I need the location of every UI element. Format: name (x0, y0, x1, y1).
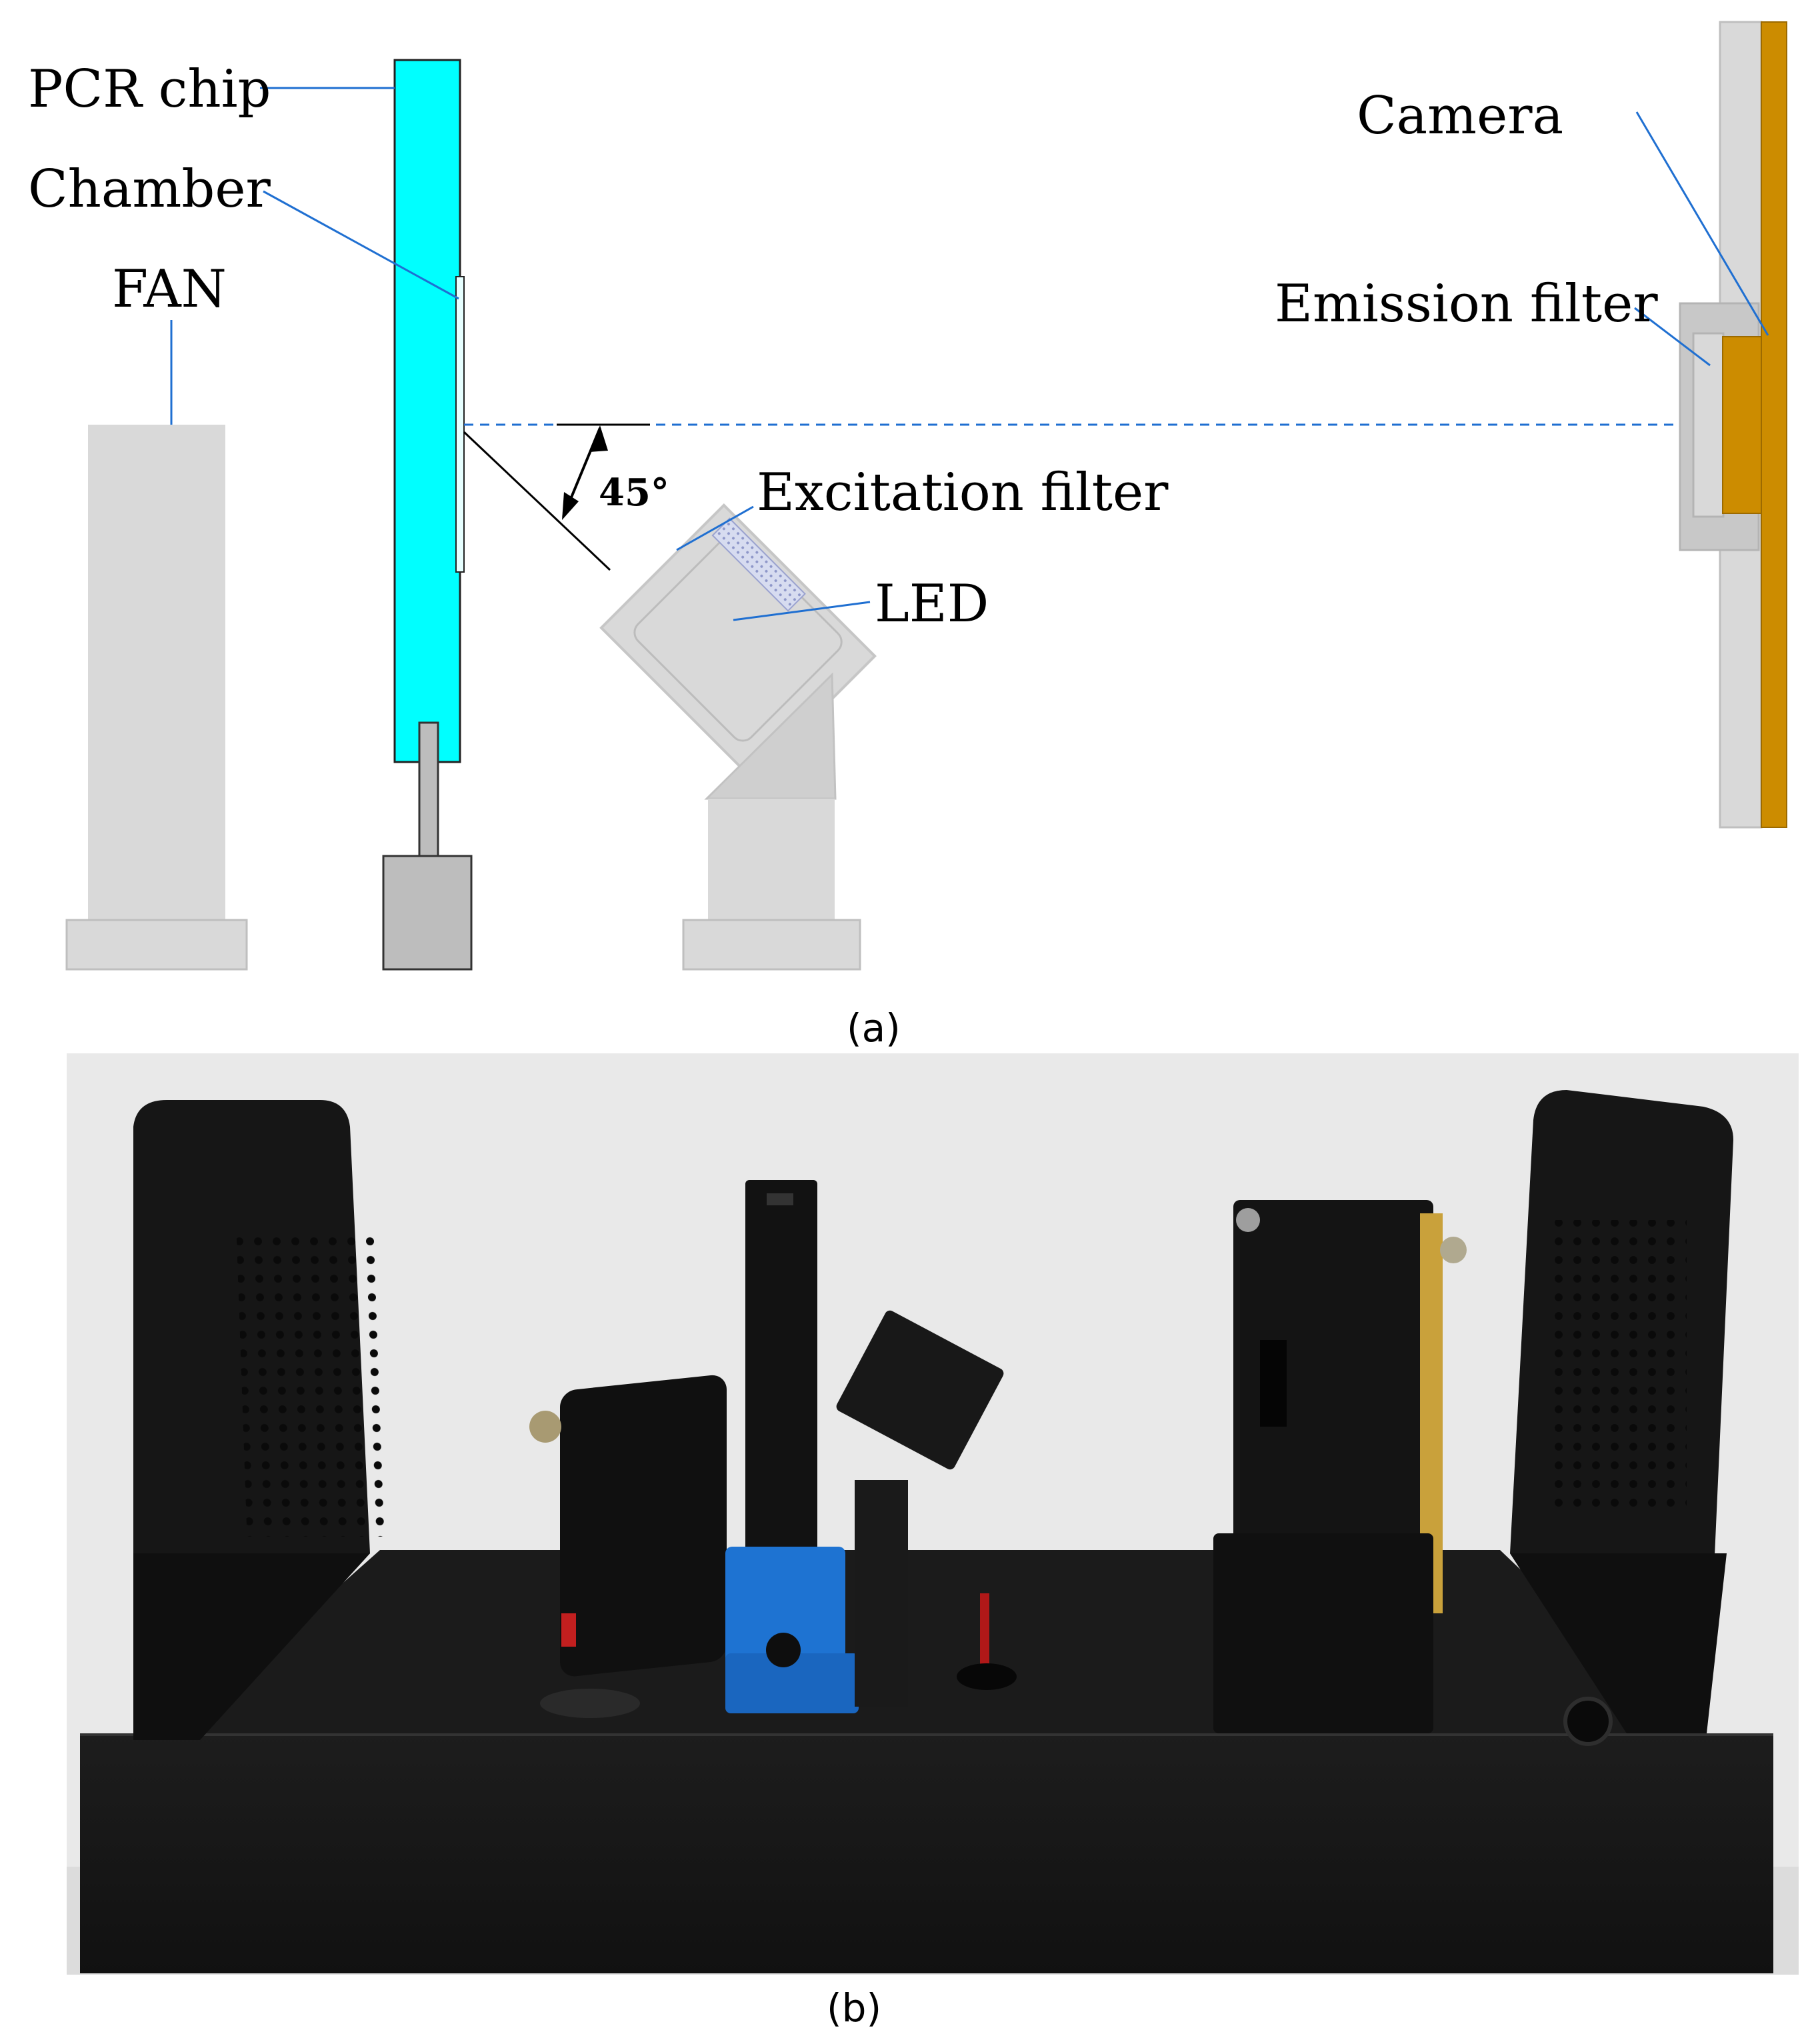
chip-mount-block (382, 855, 473, 971)
angle-arrow-bottom (562, 492, 579, 520)
camera-board (1761, 21, 1787, 828)
pcr-chip-body (393, 59, 461, 763)
angle-label: 45° (599, 471, 669, 515)
chip-stem (418, 721, 439, 857)
camera-label: Camera (1357, 86, 1563, 146)
camera-assembly (1679, 21, 1787, 829)
camera-lens-block (1722, 336, 1762, 514)
fan-label: FAN (112, 259, 227, 319)
emission-filter-leader (1634, 307, 1711, 367)
camera-leader (1635, 111, 1769, 336)
photo-chip-holder (725, 1180, 859, 1713)
photo-camera-screw-right (1440, 1237, 1467, 1263)
photo-led-head (836, 1310, 1004, 1470)
excitation-beam (463, 431, 611, 571)
panel-b-photo: (b) (67, 1053, 1799, 2031)
led-leader (733, 601, 871, 621)
device-front-face (80, 1733, 1773, 1973)
right-vent-holes (1553, 1220, 1687, 1507)
right-vent-panel-foot (1510, 1553, 1727, 1733)
photo-pcr-chip-slot (767, 1193, 793, 1205)
led-label: LED (875, 574, 989, 634)
photo-camera-base (1213, 1533, 1433, 1733)
photo-base-hole (1563, 1697, 1613, 1746)
photo-fan (529, 1375, 727, 1718)
photo-blue-holder (725, 1547, 845, 1680)
chamber-strip (455, 276, 465, 573)
photo-fan-red-wire (561, 1613, 576, 1647)
photo-led-holder (836, 1310, 1017, 1707)
photo-led-wire (980, 1593, 989, 1667)
panel-a-schematic: 45° PCR chip Cha (28, 21, 1787, 1051)
left-vent-panel (133, 1100, 387, 1740)
photo-led-hole (957, 1663, 1017, 1690)
angle-arrow-top (589, 425, 608, 452)
photo-camera (1213, 1200, 1613, 1746)
fan-base (65, 919, 248, 971)
photo-holder-screw (766, 1633, 801, 1667)
left-vent-holes (236, 1230, 387, 1537)
photo-fan-mount-washer (540, 1689, 640, 1718)
led-base (682, 919, 861, 971)
photo-camera-body (1233, 1200, 1433, 1613)
photo-pcr-chip (745, 1180, 817, 1560)
photo-blue-holder-base (725, 1653, 859, 1713)
emission-filter-inner (1692, 332, 1725, 518)
pcr-chip-part (382, 59, 473, 971)
device-top-surface (159, 1550, 1707, 1747)
fan-part (65, 425, 248, 971)
emission-filter-label: Emission filter (1275, 274, 1658, 334)
chamber-label: Chamber (28, 159, 271, 219)
panel-a-caption: (a) (847, 1005, 901, 1051)
pcr-chip-label: PCR chip (28, 59, 271, 119)
led-column (708, 799, 835, 935)
photo-fan-body (560, 1375, 727, 1677)
right-vent-panel (1510, 1090, 1733, 1733)
photo-camera-window (1260, 1340, 1287, 1427)
excitation-filter-label: Excitation filter (757, 463, 1169, 523)
excitation-filter-leader (676, 505, 754, 551)
excitation-filter-element (711, 517, 806, 612)
left-vent-panel-foot (133, 1553, 370, 1740)
led-assembly (599, 503, 877, 971)
photo-fan-screw (529, 1411, 561, 1443)
fan-body (88, 425, 225, 934)
photo-camera-screw-top (1236, 1208, 1260, 1232)
chamber-leader (263, 190, 459, 300)
panel-b-caption: (b) (827, 1985, 881, 2031)
photo-led-column (855, 1480, 908, 1707)
